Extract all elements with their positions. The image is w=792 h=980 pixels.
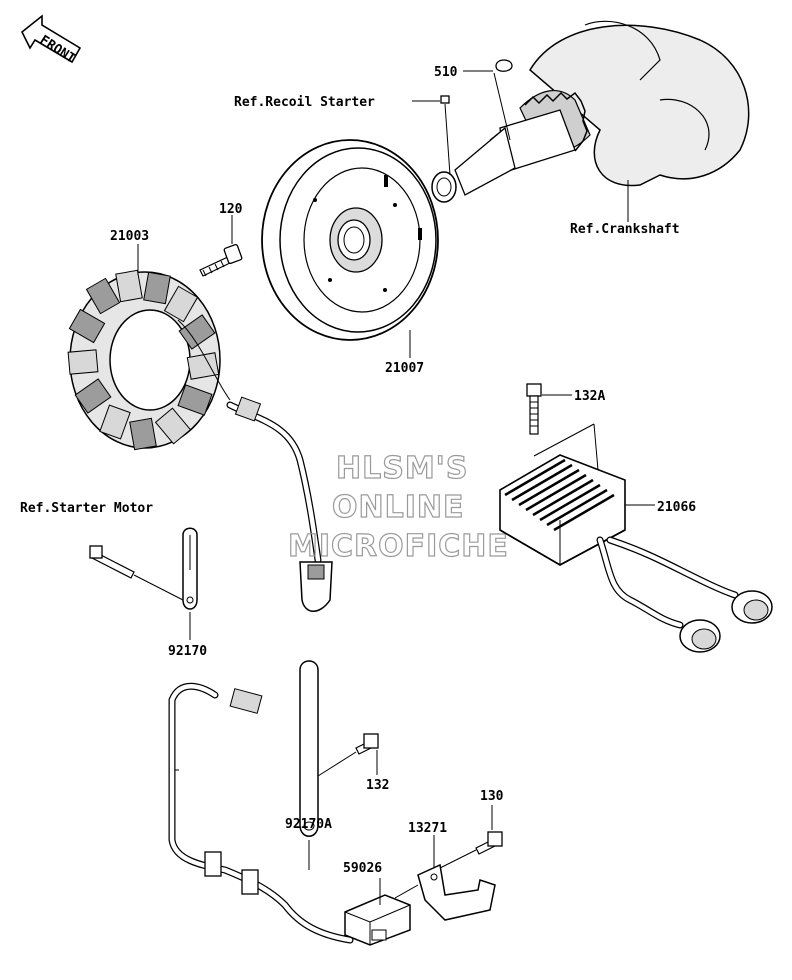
watermark: HLSM'S ONLINE MICROFICHE bbox=[287, 450, 509, 564]
stator-21003: 21003 bbox=[67, 229, 231, 451]
ground-strap-92170a: 92170A bbox=[285, 660, 332, 870]
recoil-starter-ref: Ref.Recoil Starter bbox=[234, 95, 451, 176]
stator-harness bbox=[226, 396, 333, 612]
bolt-130: 130 bbox=[439, 789, 504, 869]
label-92170a: 92170A bbox=[285, 817, 332, 832]
label-130: 130 bbox=[480, 789, 504, 804]
label-132a: 132A bbox=[574, 389, 605, 404]
watermark-line-2: ONLINE bbox=[332, 490, 465, 525]
watermark-line-3: MICROFICHE bbox=[288, 529, 509, 564]
watermark-line-1: HLSM'S bbox=[336, 451, 468, 486]
label-13271: 13271 bbox=[408, 821, 447, 836]
label-21066: 21066 bbox=[657, 500, 696, 515]
bolt-132a: 132A bbox=[526, 383, 605, 435]
label-510: 510 bbox=[434, 65, 458, 80]
label-120: 120 bbox=[219, 202, 243, 217]
woodruff-key-510: 510 bbox=[434, 59, 513, 141]
starter-motor-ref: Ref.Starter Motor bbox=[20, 501, 184, 601]
sensor-59026: 59026 bbox=[343, 861, 419, 946]
label-59026: 59026 bbox=[343, 861, 382, 876]
bolt-132: 132 bbox=[317, 733, 389, 793]
label-ref-crankshaft: Ref.Crankshaft bbox=[570, 222, 680, 237]
label-ref-recoil-starter: Ref.Recoil Starter bbox=[234, 95, 375, 110]
flywheel-rotor-21007: 21007 bbox=[261, 139, 439, 376]
regulator-rectifier-21066: 21066 bbox=[499, 423, 773, 653]
label-92170: 92170 bbox=[168, 644, 207, 659]
label-ref-starter-motor: Ref.Starter Motor bbox=[20, 501, 153, 516]
label-21003: 21003 bbox=[110, 229, 149, 244]
label-132: 132 bbox=[366, 778, 389, 793]
lower-harness bbox=[168, 682, 354, 944]
label-21007: 21007 bbox=[385, 361, 424, 376]
front-arrow-icon: FRONT bbox=[20, 14, 82, 67]
stator-coils bbox=[67, 269, 220, 451]
ground-strap-92170: 92170 bbox=[168, 527, 207, 659]
bolt-120: 120 bbox=[199, 202, 243, 277]
bracket-13271: 13271 bbox=[408, 821, 496, 921]
crankshaft-illustration bbox=[431, 20, 750, 203]
